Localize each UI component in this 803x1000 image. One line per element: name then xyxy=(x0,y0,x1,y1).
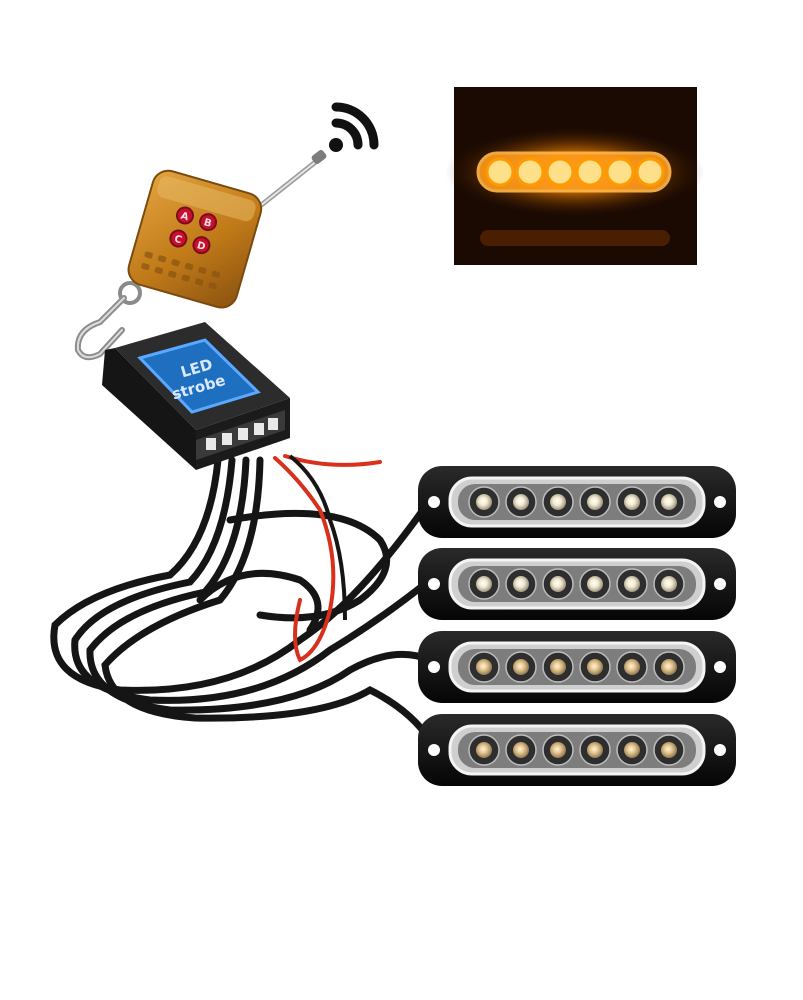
cable-bundle xyxy=(50,456,434,744)
led-chip xyxy=(513,659,529,675)
led-chip xyxy=(661,576,677,592)
lit-bar-photo xyxy=(445,87,705,265)
led-chip xyxy=(661,659,677,675)
amber-led xyxy=(515,157,545,187)
mounting-hole xyxy=(714,496,726,508)
led-chip xyxy=(587,494,603,510)
led-chip xyxy=(661,494,677,510)
remote-buttons: A B C D xyxy=(169,206,218,255)
led-chip xyxy=(550,576,566,592)
amber-led xyxy=(575,157,605,187)
led-chip xyxy=(476,742,492,758)
led-chip xyxy=(624,742,640,758)
light-bar xyxy=(418,548,736,620)
light-bar xyxy=(418,631,736,703)
led-chip xyxy=(587,576,603,592)
black-power-wire xyxy=(288,454,347,621)
remote-button-c: C xyxy=(173,234,183,247)
remote-button-d: D xyxy=(196,240,207,253)
led-chip xyxy=(661,742,677,758)
led-chip xyxy=(513,494,529,510)
remote-fob: A B C D xyxy=(127,169,263,309)
remote-button-a: A xyxy=(179,211,190,224)
led-chip xyxy=(624,659,640,675)
led-chip xyxy=(476,659,492,675)
led-chip xyxy=(624,576,640,592)
led-chip xyxy=(550,659,566,675)
amber-led xyxy=(485,157,515,187)
led-chip xyxy=(513,742,529,758)
led-chip xyxy=(550,494,566,510)
light-bar-stack xyxy=(418,466,736,786)
led-chip xyxy=(550,742,566,758)
amber-led xyxy=(545,157,575,187)
mounting-hole xyxy=(428,744,440,756)
remote-antenna xyxy=(252,149,327,213)
remote-button-b: B xyxy=(202,217,212,230)
amber-led-row xyxy=(485,157,665,187)
led-chip xyxy=(476,494,492,510)
mounting-hole xyxy=(428,661,440,673)
mounting-hole xyxy=(428,578,440,590)
controller-box: LED strobe xyxy=(102,322,290,470)
light-bar xyxy=(418,714,736,786)
led-chip xyxy=(476,576,492,592)
light-bar xyxy=(418,466,736,538)
mounting-hole xyxy=(428,496,440,508)
amber-led xyxy=(635,157,665,187)
keychain-clasp xyxy=(74,281,142,361)
mounting-hole xyxy=(714,661,726,673)
led-chip xyxy=(624,494,640,510)
mounting-hole xyxy=(714,744,726,756)
wifi-signal-icon xyxy=(329,102,379,152)
led-chip xyxy=(513,576,529,592)
mounting-hole xyxy=(714,578,726,590)
amber-led xyxy=(605,157,635,187)
controller-connectors xyxy=(206,418,278,450)
led-chip xyxy=(587,659,603,675)
led-chip xyxy=(587,742,603,758)
